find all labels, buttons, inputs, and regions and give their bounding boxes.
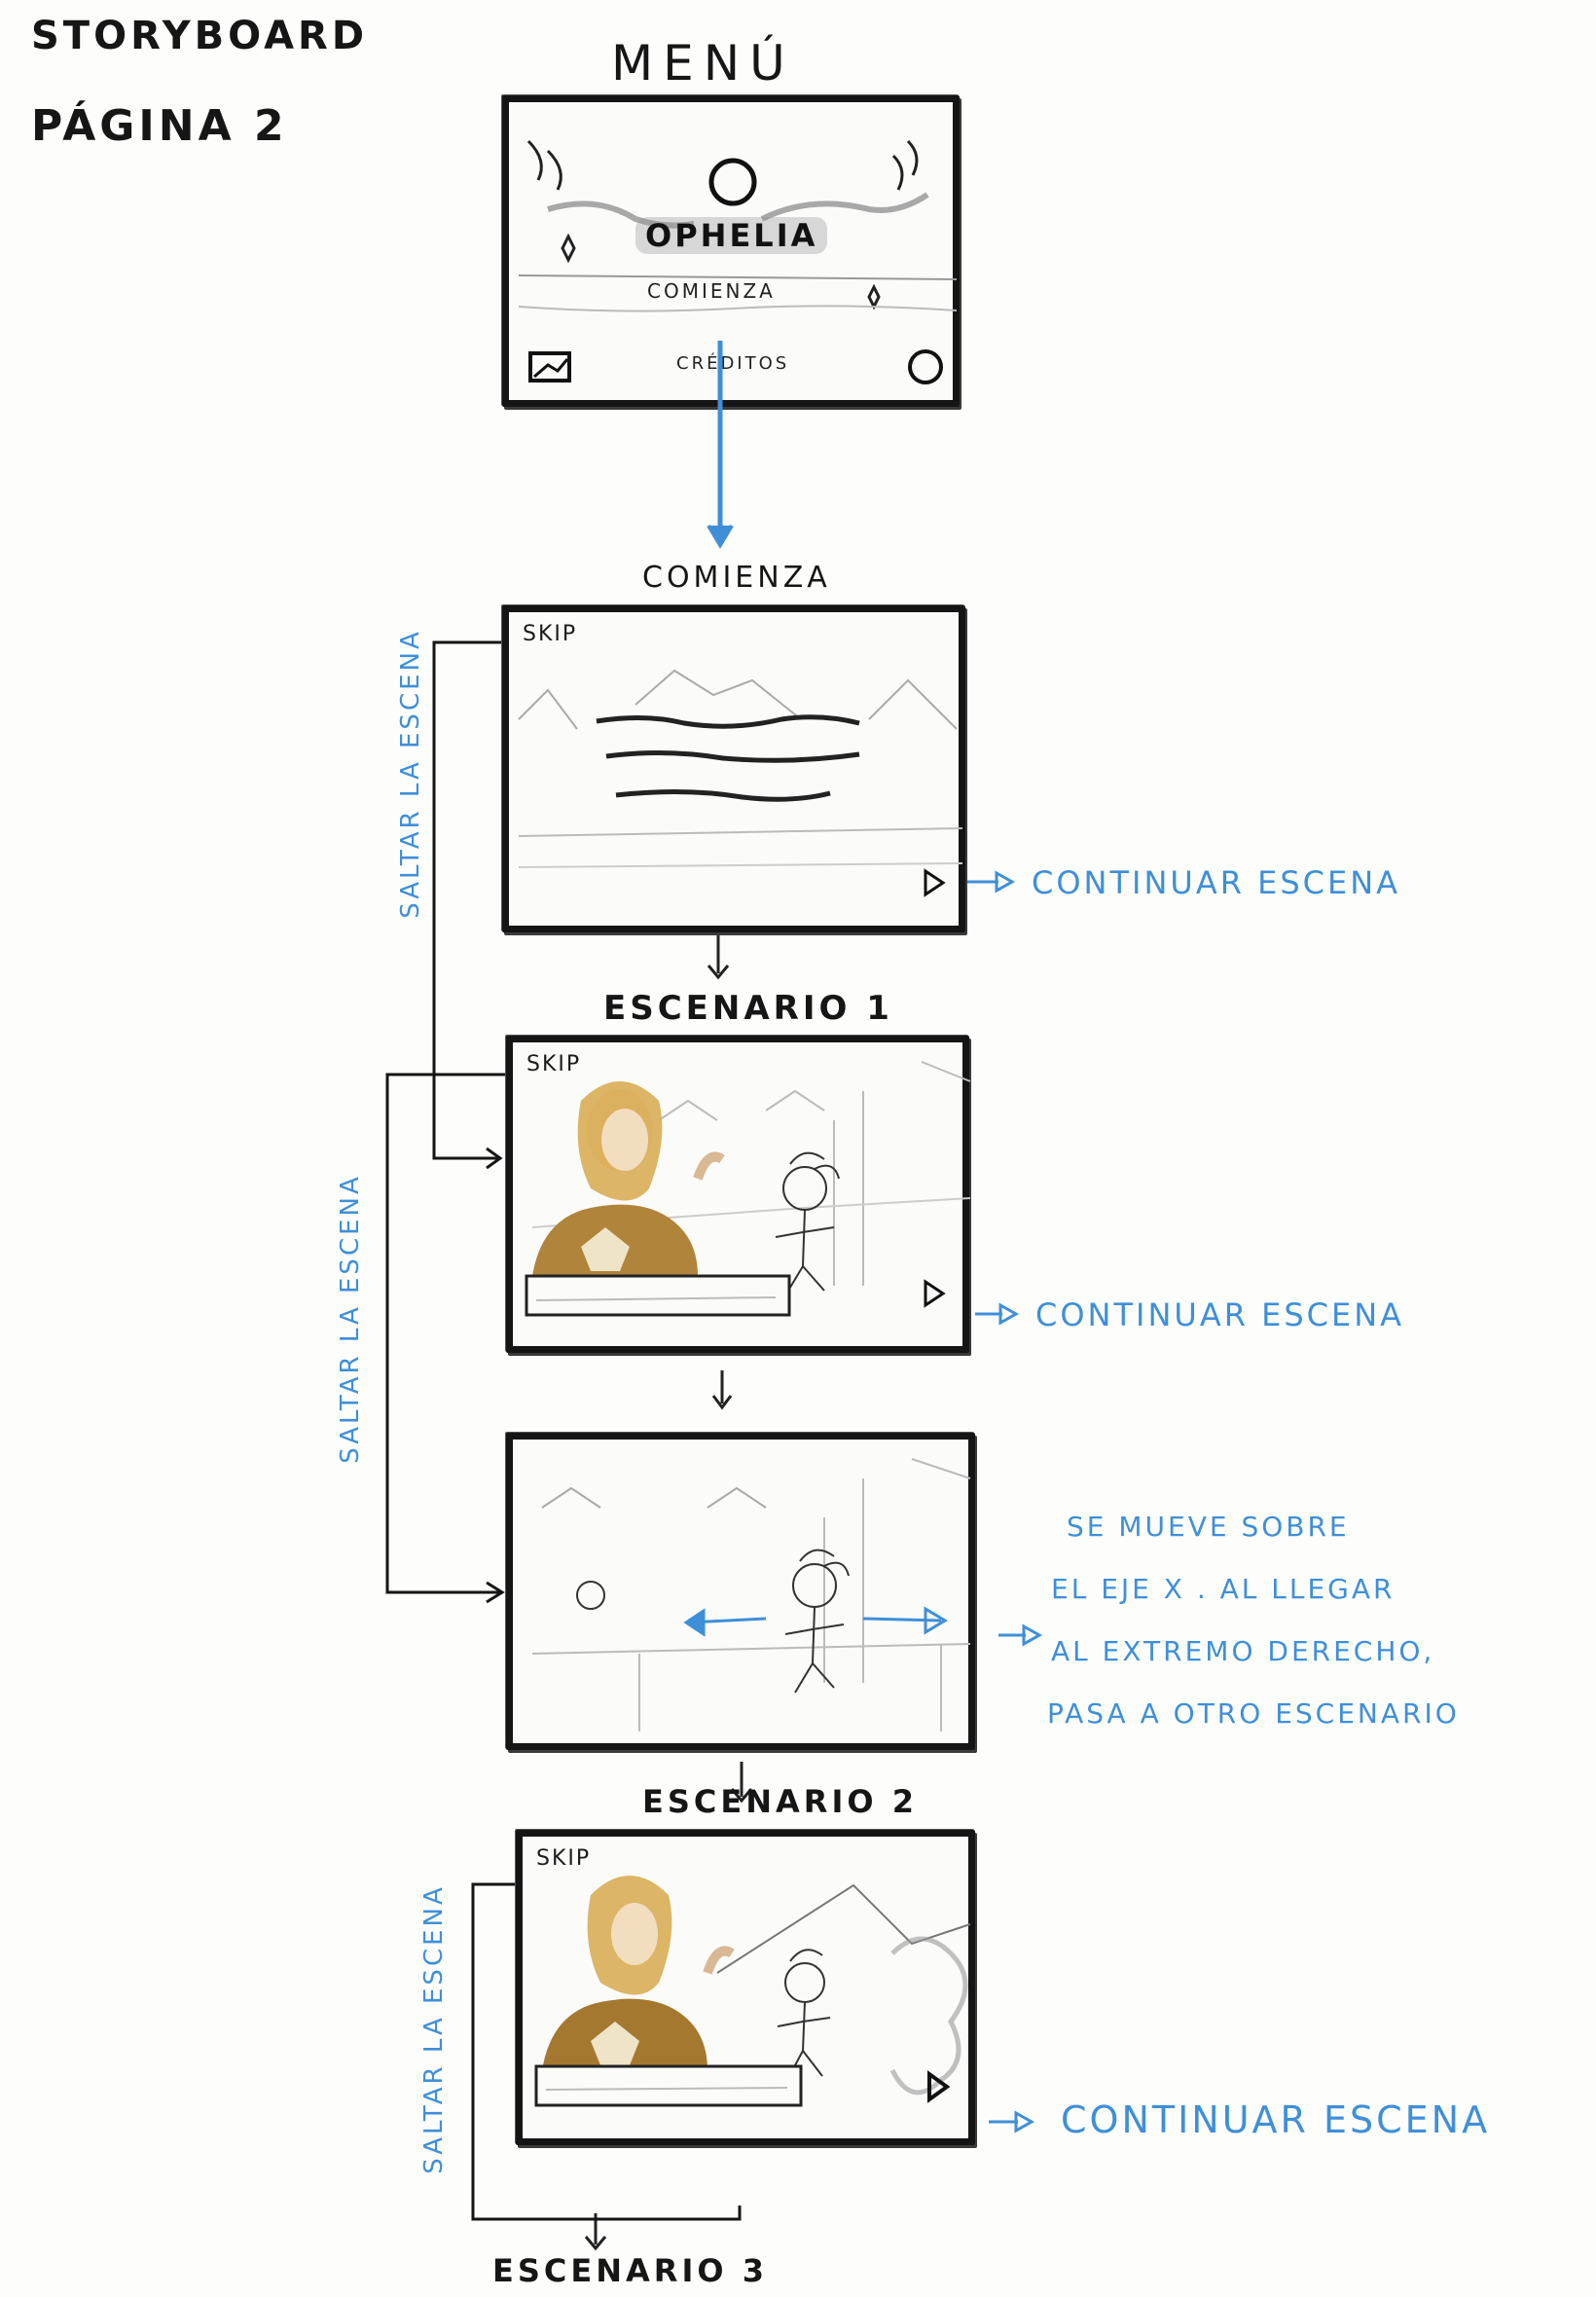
intro-heading: COMIENZA	[642, 561, 831, 595]
character-illustration	[532, 1081, 725, 1286]
skip-button[interactable]: SKIP	[523, 622, 578, 646]
menu-frame: OPHELIA COMIENZA CRÉDITOS	[502, 95, 960, 407]
settings-icon	[908, 349, 943, 384]
logo-circle-icon	[708, 158, 757, 206]
skip-button[interactable]: SKIP	[526, 1052, 582, 1076]
menu-sketch	[518, 139, 958, 384]
screen-icon	[528, 351, 571, 383]
continue-scene-label-2: CONTINUAR ESCENA	[1035, 1296, 1405, 1333]
movement-note-line2: EL EJE X . AL LLEGAR	[1051, 1573, 1396, 1605]
play-icon	[924, 1279, 946, 1308]
movement-note-line1: SE MUEVE SOBRE	[1067, 1511, 1350, 1543]
play-icon	[924, 868, 946, 897]
menu-logo: OPHELIA	[635, 217, 828, 254]
skip-scene-label-1: SALTAR LA ESCENA	[396, 629, 425, 919]
skip-button[interactable]: SKIP	[536, 1846, 592, 1871]
storyboard-title: STORYBOARD	[31, 14, 369, 58]
movement-note-line3: AL EXTREMO DERECHO,	[1051, 1635, 1435, 1667]
play-icon	[927, 2070, 951, 2103]
skip-connector	[385, 1073, 508, 1594]
scenario2-frame: SKIP	[516, 1830, 975, 2145]
start-button[interactable]: COMIENZA	[647, 279, 776, 303]
movement-frame	[506, 1433, 975, 1750]
sketch-character	[775, 1151, 840, 1296]
scenario2-heading: ESCENARIO 2	[642, 1783, 918, 1820]
intro-sketch	[518, 669, 963, 897]
movement-note-line4: PASA A OTRO ESCENARIO	[1047, 1697, 1460, 1730]
page-number: PÁGINA 2	[31, 101, 288, 151]
dialog-box	[525, 1274, 791, 1317]
sun-icon	[576, 1581, 605, 1610]
dialog-box	[534, 2064, 803, 2107]
diamond-icon	[561, 233, 576, 264]
scenario1-frame: SKIP	[506, 1036, 971, 1353]
continue-scene-label-1: CONTINUAR ESCENA	[1032, 864, 1401, 901]
continue-scene-label-3: CONTINUAR ESCENA	[1061, 2098, 1491, 2141]
skip-connector	[432, 640, 506, 1160]
scenario3-heading: ESCENARIO 3	[492, 2252, 768, 2289]
movement-sketch	[531, 1458, 971, 1732]
scenario1-heading: ESCENARIO 1	[603, 989, 893, 1028]
skip-connector	[471, 1882, 742, 2221]
sketch-character	[777, 1949, 831, 2081]
skip-scene-label-3: SALTAR LA ESCENA	[419, 1884, 449, 2174]
scenario2-sketch	[534, 1876, 971, 2107]
diamond-icon	[867, 283, 881, 310]
character-illustration	[542, 1876, 735, 2070]
move-arrows	[683, 1606, 948, 1637]
menu-heading: MENÚ	[611, 35, 795, 91]
sketch-character	[784, 1549, 850, 1694]
scenario1-sketch	[525, 1061, 971, 1317]
intro-frame: SKIP	[502, 605, 965, 932]
skip-scene-label-2: SALTAR LA ESCENA	[336, 1174, 365, 1464]
credits-button[interactable]: CRÉDITOS	[676, 353, 790, 374]
